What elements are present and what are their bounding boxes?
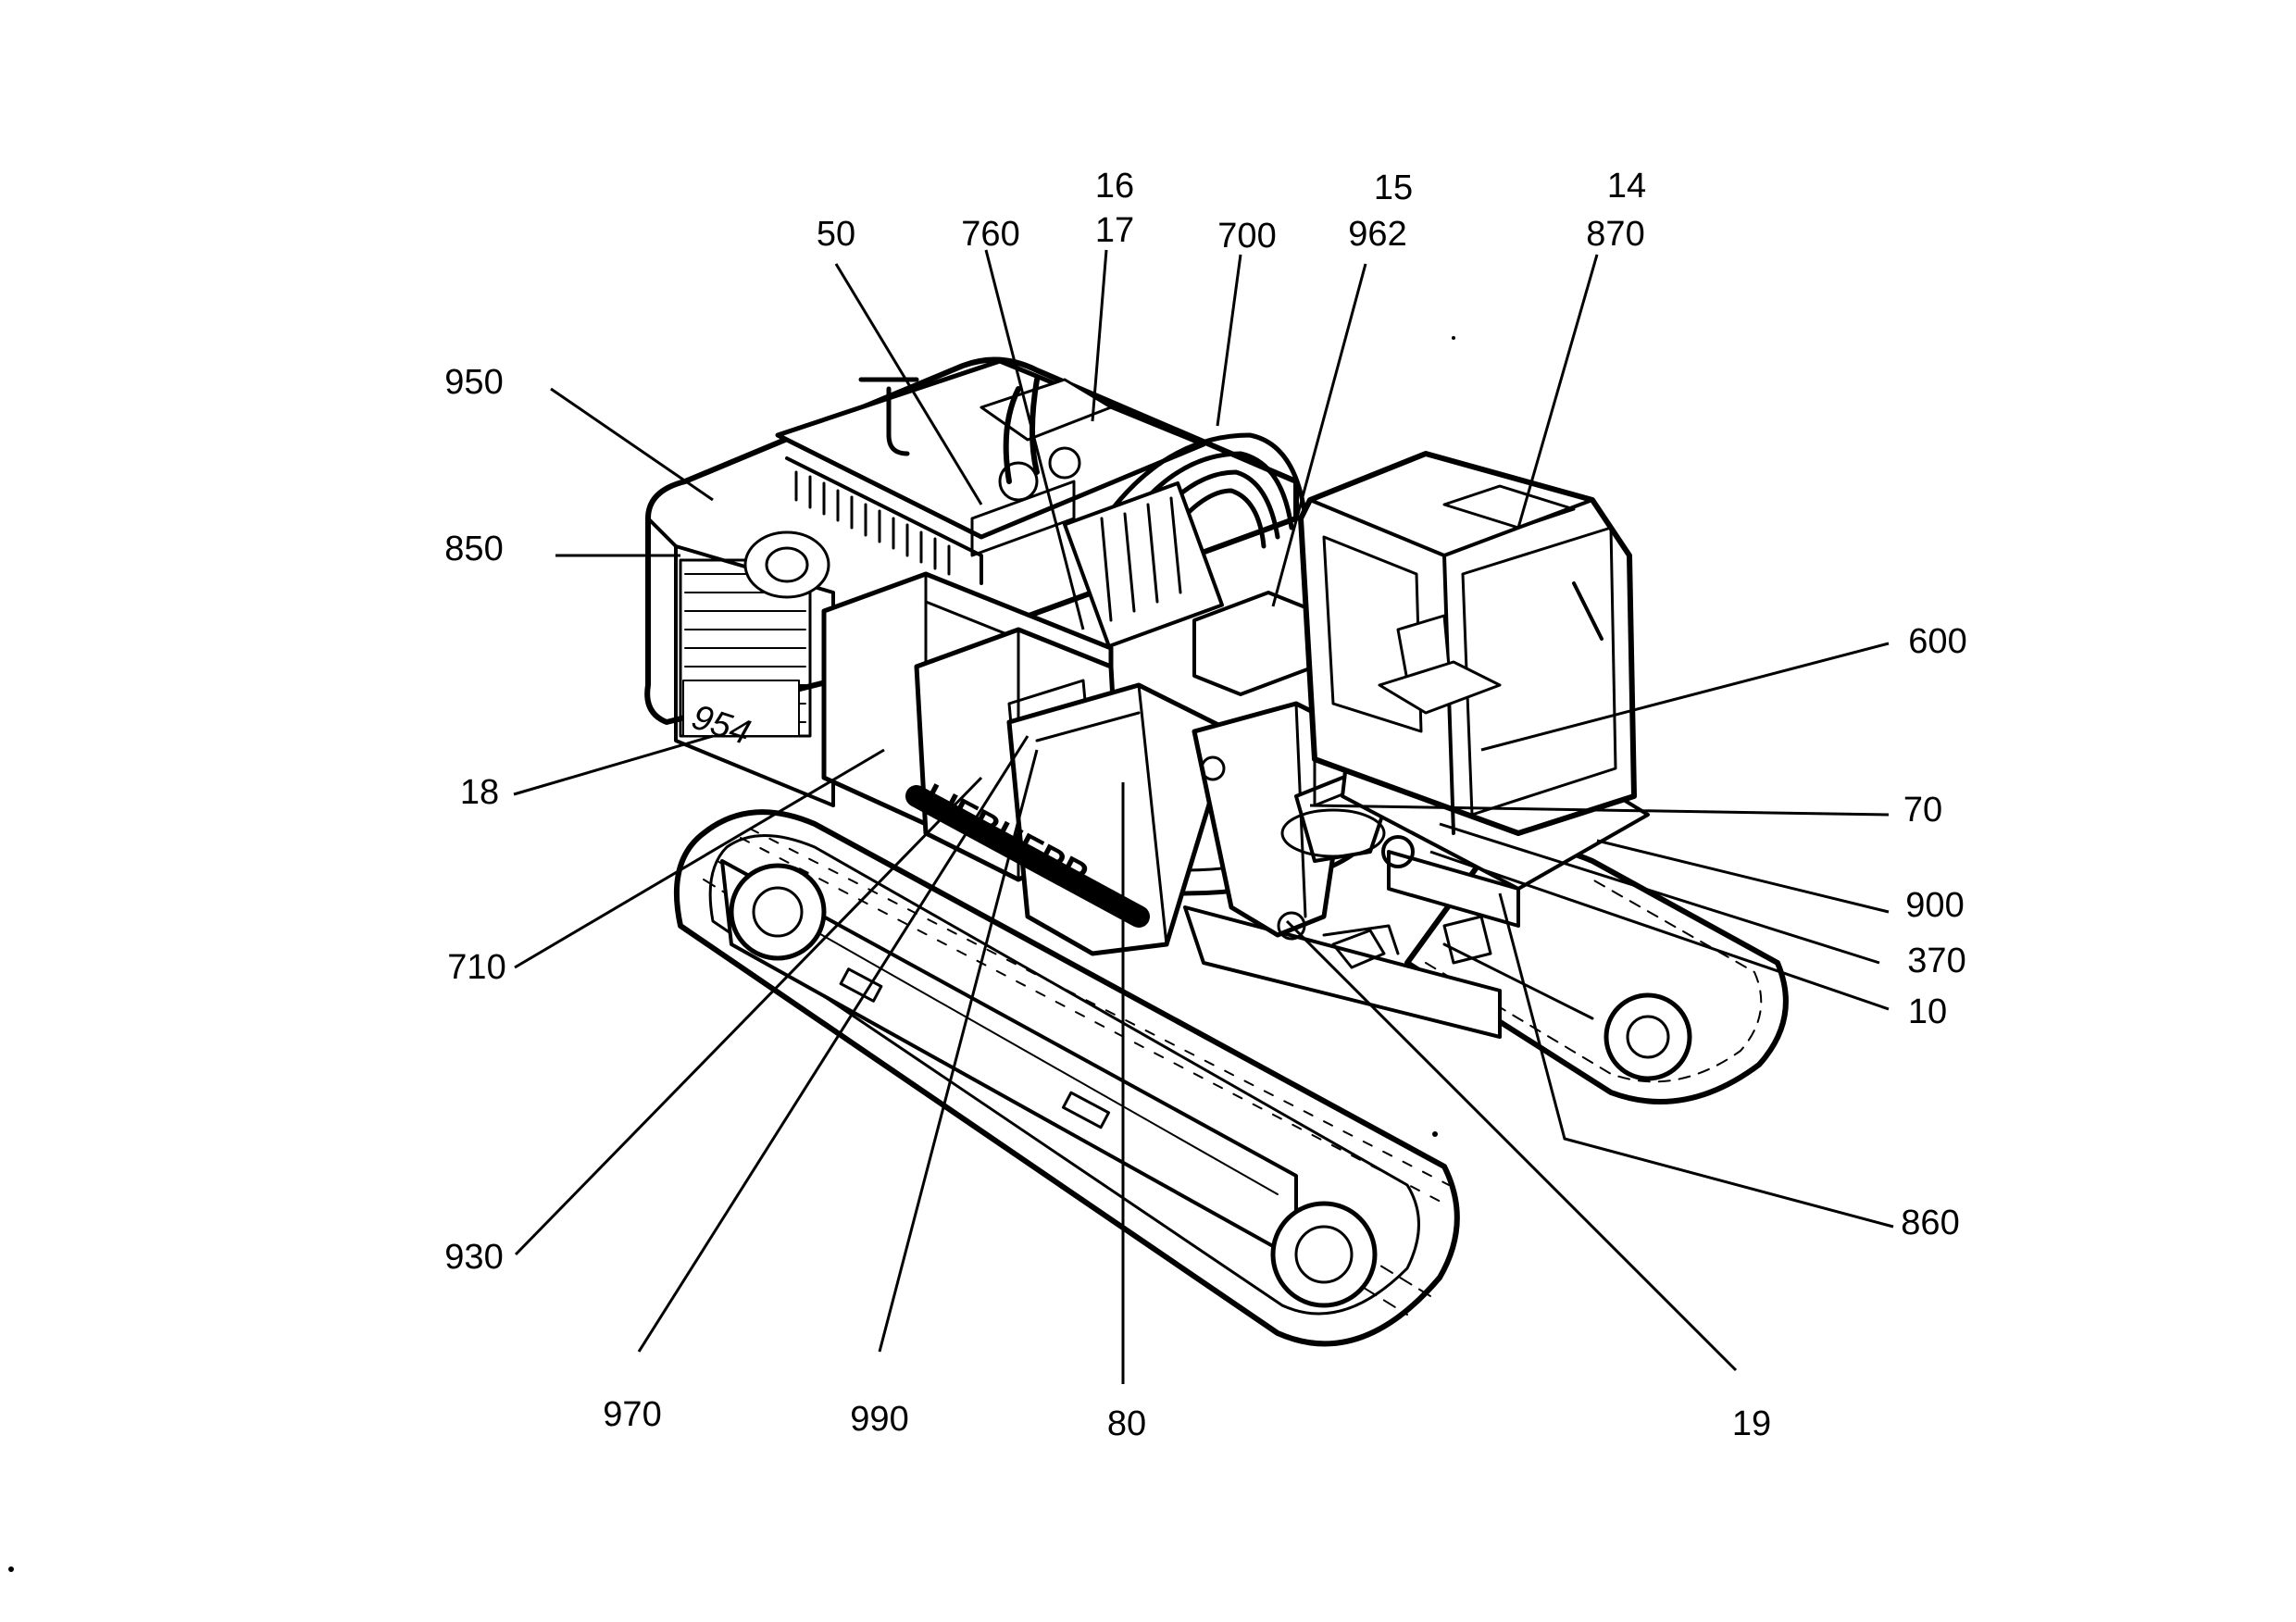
callout-17: 17 — [1095, 211, 1134, 250]
callout-710: 710 — [447, 948, 505, 987]
callout-870: 870 — [1586, 215, 1644, 254]
callout-70: 70 — [1903, 791, 1942, 830]
callout-970: 970 — [603, 1395, 661, 1434]
callout-900: 900 — [1905, 886, 1964, 925]
callout-19: 19 — [1732, 1404, 1771, 1443]
leader-lines — [513, 249, 1894, 1384]
callout-600: 600 — [1908, 622, 1966, 661]
leader-700 — [1216, 254, 1242, 427]
leader-860 — [1498, 892, 1894, 1229]
leader-900 — [1596, 839, 1890, 914]
undercarriage-center — [1183, 905, 1502, 1039]
leader-870 — [1516, 254, 1599, 529]
leader-370 — [1439, 822, 1880, 965]
callout-850: 850 — [444, 530, 503, 568]
callout-760: 760 — [961, 215, 1019, 254]
callout-15: 15 — [1374, 168, 1413, 207]
callout-80: 80 — [1107, 1404, 1146, 1443]
operator-cab — [1298, 451, 1637, 836]
callout-950: 950 — [444, 363, 503, 402]
callout-860: 860 — [1901, 1204, 1959, 1242]
leader-17 — [1091, 249, 1108, 422]
callout-18: 18 — [460, 773, 499, 812]
right-track — [1404, 844, 1789, 1104]
callout-370: 370 — [1907, 942, 1965, 980]
leader-10 — [1429, 850, 1890, 1011]
leader-600 — [1480, 642, 1890, 752]
leader-710 — [514, 748, 885, 969]
hose-bundle — [1062, 432, 1308, 649]
boom-mount — [905, 682, 1354, 956]
leader-962 — [1271, 263, 1367, 607]
left-track — [673, 809, 1460, 1347]
callout-14: 14 — [1607, 167, 1646, 206]
leader-19 — [1285, 919, 1738, 1372]
callout-962: 962 — [1348, 215, 1406, 254]
leader-50 — [834, 263, 983, 505]
leader-950 — [550, 387, 714, 502]
engine-compartment — [743, 377, 1113, 675]
leader-70 — [1309, 804, 1890, 817]
leader-760 — [984, 249, 1085, 630]
callout-50: 50 — [817, 215, 855, 254]
callout-labels: 950 850 18 710 930 970 990 80 19 860 10 … — [444, 167, 1966, 1443]
leader-18 — [513, 734, 714, 796]
leader-930 — [514, 776, 983, 1256]
callout-16: 16 — [1095, 167, 1134, 206]
leader-990 — [878, 749, 1039, 1353]
callout-10: 10 — [1908, 992, 1947, 1031]
callout-930: 930 — [444, 1238, 503, 1277]
callout-700: 700 — [1217, 217, 1276, 256]
callout-990: 990 — [850, 1400, 908, 1439]
leader-970 — [637, 735, 1029, 1353]
